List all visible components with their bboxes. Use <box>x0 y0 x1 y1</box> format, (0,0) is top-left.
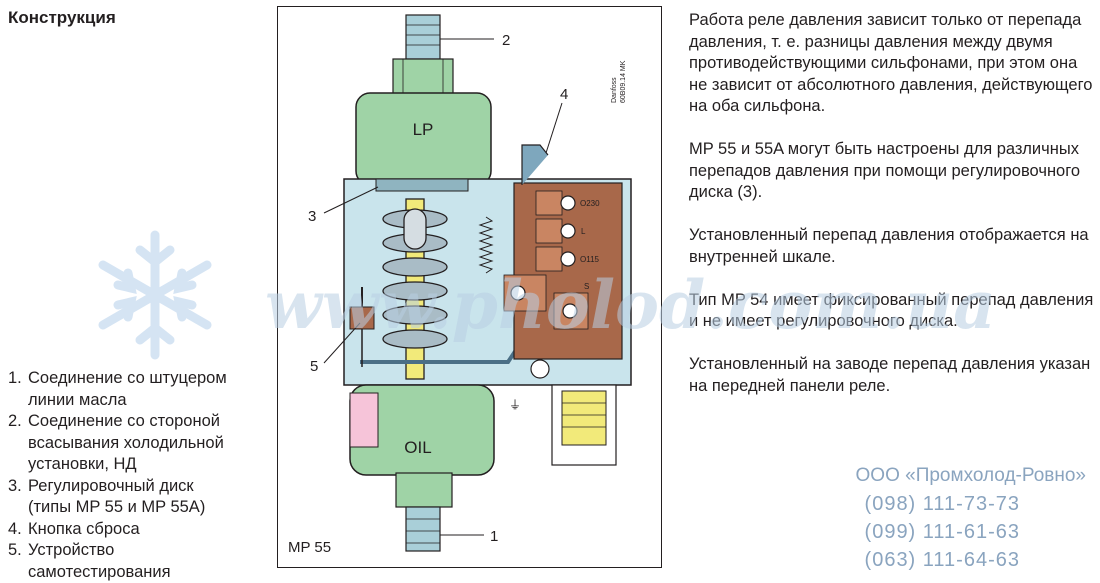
snowflake-icon <box>98 230 212 360</box>
company-contacts: ООО «Промхолод-Ровно» (098) 111-73-73 (0… <box>770 462 1086 574</box>
terminal-block: O230 L O115 S <box>503 182 623 360</box>
description-paragraph: Тип MP 54 имеет фиксированный перепад да… <box>689 290 1094 331</box>
cable-gland <box>551 384 617 466</box>
callout-5-leader <box>323 322 361 364</box>
pressure-switch-diagram: LP <box>277 6 662 568</box>
lp-label: LP <box>413 120 434 139</box>
tension-spring <box>478 216 494 274</box>
svg-text:O115: O115 <box>580 255 600 264</box>
vertical-note-brand: Danfoss <box>611 77 618 103</box>
callout-2: 2 <box>502 32 510 49</box>
top-fitting <box>392 14 454 96</box>
legend-item: 4.Кнопка сброса <box>8 519 140 538</box>
oil-label: OIL <box>404 438 431 457</box>
section-title: Конструкция <box>8 8 116 27</box>
vertical-note-code: 60B09.14 MK <box>620 60 627 103</box>
callout-4: 4 <box>560 86 568 103</box>
callout-4-leader <box>545 102 563 154</box>
description-paragraph: Установленный на заводе перепад давления… <box>689 355 1091 395</box>
description-paragraph: Работа реле давления зависит только от п… <box>689 11 1093 115</box>
callout-5: 5 <box>310 358 318 375</box>
main-spring <box>382 198 448 380</box>
legend-item: 3.Регулировочный диск(типы MP 55 и MP 55… <box>8 476 206 517</box>
adjustment-disc <box>375 178 469 192</box>
bottom-fitting <box>395 472 453 552</box>
phone-number: (063) 111-64-63 <box>864 549 1020 571</box>
svg-text:L: L <box>581 227 586 236</box>
lp-bellows-housing <box>355 92 492 186</box>
svg-text:O230: O230 <box>580 199 600 208</box>
company-name: ООО «Промхолод-Ровно» <box>855 465 1086 486</box>
reset-button <box>521 144 549 185</box>
description-paragraph: Установленный перепад давления отображае… <box>689 226 1089 266</box>
callout-3-leader <box>323 186 379 214</box>
diagram-drawing: LP <box>288 14 632 556</box>
model-label: MP 55 <box>288 539 331 556</box>
svg-text:S: S <box>584 282 589 291</box>
self-test-device <box>349 287 375 367</box>
callout-1: 1 <box>490 528 498 545</box>
earth-screw <box>530 359 550 379</box>
oil-scale <box>349 392 379 448</box>
phone-number: (099) 111-61-63 <box>864 521 1020 543</box>
callout-3: 3 <box>308 208 316 225</box>
description-paragraph: MP 55 и 55A могут быть настроены для раз… <box>689 140 1081 201</box>
ground-icon: ⏚ <box>509 398 521 412</box>
description-text: Работа реле давления зависит только от п… <box>689 10 1094 419</box>
phone-number: (098) 111-73-73 <box>864 493 1020 515</box>
